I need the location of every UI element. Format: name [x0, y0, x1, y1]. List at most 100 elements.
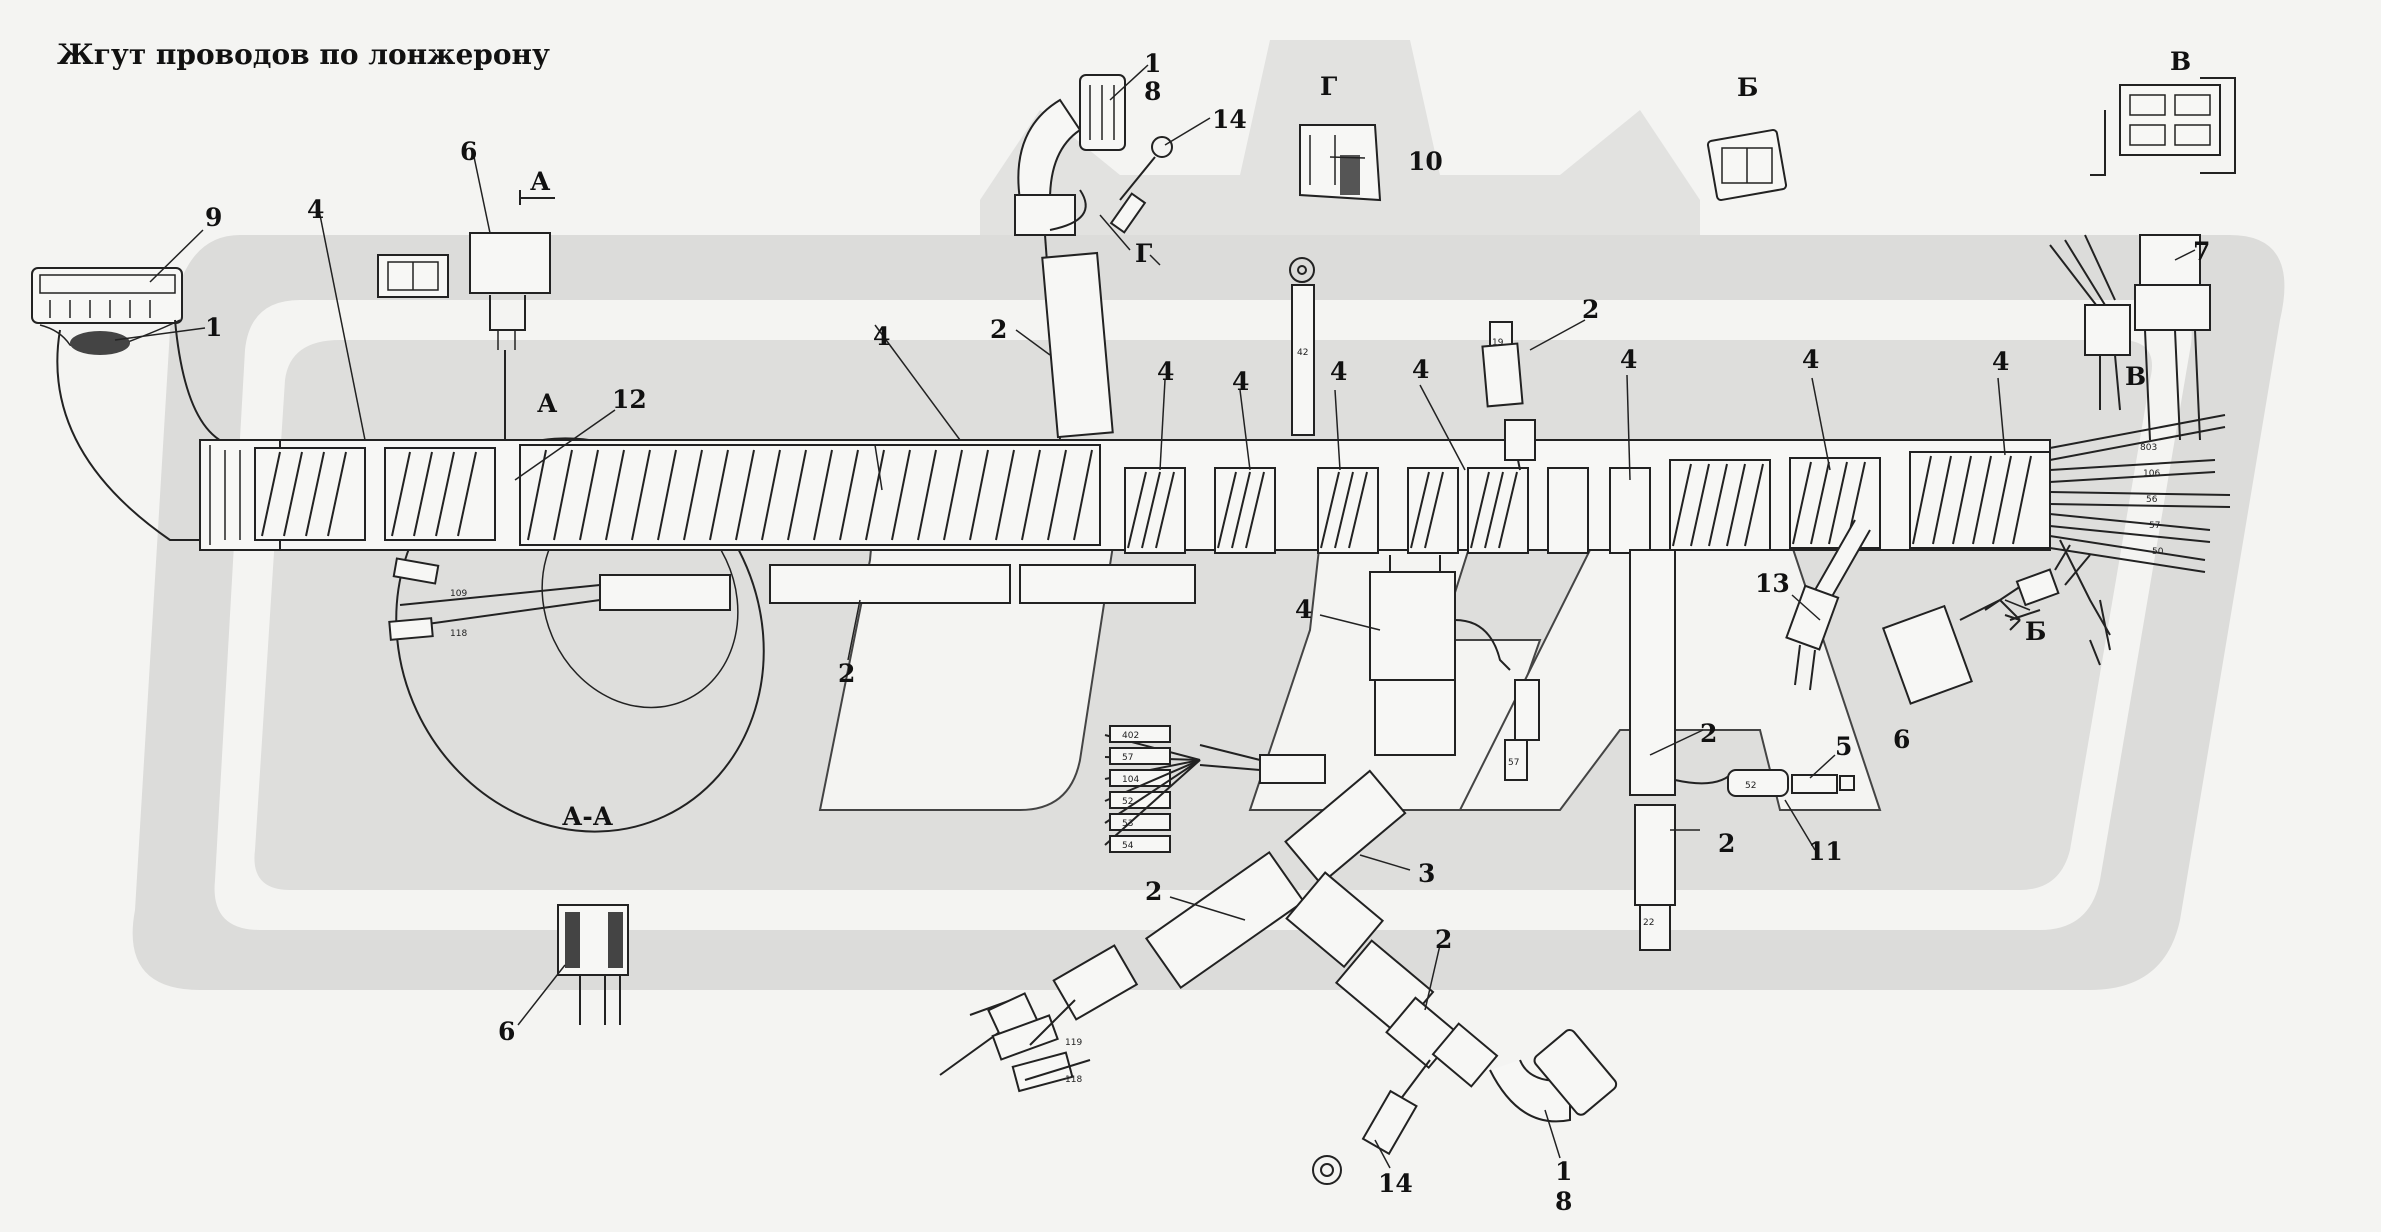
wire-mark: 42: [1297, 348, 1308, 358]
fan-wire-terminal: [1109, 813, 1171, 831]
wire-mark: 109: [450, 589, 467, 599]
callout-label: В: [2125, 362, 2146, 391]
wire-mark: 54: [1122, 841, 1134, 851]
fan-wire-terminal: [1109, 725, 1171, 743]
wire-mark: 22: [1643, 918, 1654, 928]
wire-mark: 106: [2143, 469, 2160, 479]
fanout-wire: [2049, 547, 2206, 573]
fan-wire-terminal: [1109, 769, 1171, 787]
fanout-wire: [2049, 513, 2211, 531]
sleeve-hatch-line: [327, 451, 347, 537]
sleeve-hatch-line: [891, 449, 911, 541]
sleeve-hatch-line: [813, 449, 833, 541]
callout-label: Б: [2025, 617, 2046, 646]
sleeve-hatch-line: [683, 449, 703, 541]
sleeve-hatch-line: [435, 451, 455, 537]
sleeve-hatch-line: [1021, 449, 1041, 541]
right-fanout: 803 106 56 57 50: [2049, 414, 2231, 573]
sleeve-hatch-line: [839, 449, 859, 541]
trunk-hatching: [261, 449, 2032, 601]
wire-mark: 118: [450, 629, 467, 639]
fanout-wire: [2049, 459, 2216, 471]
callout-label: 4: [1412, 355, 1429, 384]
callout-labels: 1 9 4 6 А А 12 4 2 1 8 14 Г Г 10 Б В 7 В…: [205, 47, 2210, 1216]
callout-label: 4: [1232, 367, 1249, 396]
fanout-wire: [2049, 491, 2231, 496]
fanout-wire: [2049, 471, 2216, 483]
sleeve-hatch-line: [579, 449, 599, 541]
sleeve-hatch-line: [631, 449, 651, 541]
sleeve-hatch-line: [865, 449, 885, 541]
connector-6-right: [1785, 519, 2111, 705]
sleeve-hatch-line: [1672, 463, 1692, 547]
diagram-title: Жгут проводов по лонжерону: [57, 38, 550, 71]
sleeve-hatch-line: [1424, 471, 1444, 549]
fanout-wire: [2049, 535, 2206, 561]
lower-trunk-segment: 109 118: [388, 557, 1196, 641]
callout-label: 2: [1435, 925, 1452, 954]
sleeve-hatch-line: [527, 449, 547, 541]
sleeve-hatch-line: [2012, 455, 2032, 545]
wire-mark: 402: [1122, 731, 1139, 741]
sleeve-hatch-line: [943, 449, 963, 541]
callout-label: 1: [205, 313, 222, 342]
sleeve-hatch-line: [1231, 471, 1251, 549]
wire-mark: 50: [2152, 547, 2164, 557]
sleeve-hatch-line: [283, 451, 303, 537]
callout-label: 2: [838, 659, 855, 688]
sleeve-hatch-line: [1410, 471, 1430, 549]
callout-label: А: [530, 167, 551, 196]
wire-mark: 104: [1122, 775, 1139, 785]
sleeve-hatch-line: [1334, 471, 1354, 549]
vertical-branch: 22 52: [1629, 549, 1855, 951]
center-cluster: 57: [1199, 555, 1540, 784]
wire-mark: 57: [2149, 521, 2160, 531]
relay-7: [2049, 234, 2211, 441]
sleeve-hatch-line: [261, 451, 281, 537]
sleeve-hatch-line: [305, 451, 325, 537]
callout-label: 7: [2193, 237, 2210, 266]
sleeve-hatch-line: [995, 449, 1015, 541]
wire-mark: 803: [2140, 443, 2157, 453]
bottom-branch: 119 118: [939, 769, 1618, 1185]
drop-wires: 42 19: [1289, 257, 1536, 471]
callout-label: Г: [1320, 72, 1337, 101]
sleeve-hatch-line: [1792, 461, 1812, 545]
callout-label: 4: [1802, 345, 1819, 374]
callout-label: 12: [612, 385, 647, 414]
callout-label: В: [2170, 47, 2191, 76]
view-g-detail: [1299, 124, 1382, 202]
callout-label: 4: [873, 322, 890, 351]
fan-wire-terminal: [1109, 747, 1171, 765]
fanout-wire: [2049, 525, 2211, 543]
sleeve-hatch-line: [1932, 455, 1952, 545]
wire-mark: 118: [1065, 1075, 1082, 1085]
wire-mark: 19: [1492, 338, 1504, 348]
callout-label: А: [537, 389, 558, 418]
wire-mark: 57: [1508, 758, 1519, 768]
callout-label: 11: [1808, 837, 1843, 866]
callout-label: Г: [1135, 239, 1152, 268]
sleeve-hatch-line: [709, 449, 729, 541]
callout-label: 8: [1555, 1187, 1572, 1216]
callout-label: 8: [1144, 77, 1161, 106]
view-v-detail: [2090, 77, 2236, 176]
sleeve-hatch-line: [391, 451, 411, 537]
connector-6-bottom: [557, 904, 629, 1025]
callout-label: 9: [205, 203, 222, 232]
callout-label: 6: [498, 1017, 515, 1046]
callout-label: 3: [1418, 859, 1435, 888]
sleeve-hatch-line: [1690, 463, 1710, 547]
sleeve-hatch-line: [1912, 455, 1932, 545]
callout-label: 13: [1755, 569, 1790, 598]
fan-wire: [1104, 759, 1201, 824]
sleeve-hatch-line: [1498, 471, 1518, 549]
wire-mark: 56: [2146, 495, 2158, 505]
view-b-detail: [1706, 129, 1788, 201]
callout-label: 6: [1893, 725, 1910, 754]
callout-label: 10: [1408, 147, 1443, 176]
callout-label: 14: [1378, 1169, 1413, 1198]
connector-9: [31, 267, 231, 541]
